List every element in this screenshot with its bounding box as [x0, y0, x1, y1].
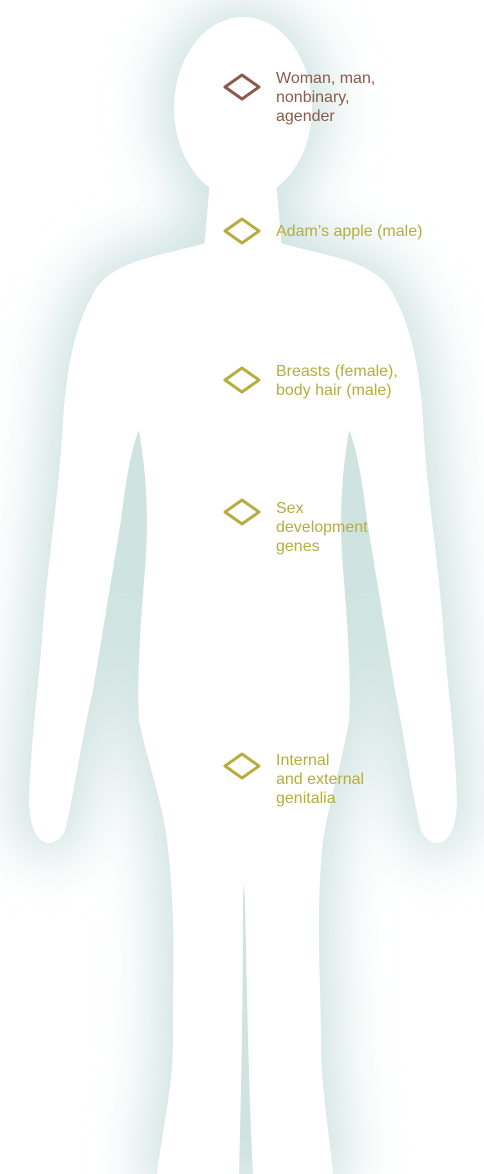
annotation-identity-label: Woman, man, nonbinary, agender: [276, 69, 375, 126]
annotation-sex-genes-marker: [222, 497, 262, 527]
annotation-breasts-body-hair-marker: [222, 365, 262, 395]
diamond-icon: [222, 72, 262, 102]
annotation-genitalia-marker: [222, 751, 262, 781]
annotation-adams-apple-label: Adam’s apple (male): [276, 222, 422, 241]
annotation-breasts-body-hair-label: Breasts (female), body hair (male): [276, 362, 398, 400]
diamond-icon: [222, 365, 262, 395]
diamond-icon: [222, 216, 262, 246]
diamond-icon: [222, 751, 262, 781]
annotation-genitalia-label: Internal and external genitalia: [276, 751, 364, 808]
diamond-icon: [222, 497, 262, 527]
annotation-sex-genes-label: Sex development genes: [276, 499, 368, 556]
annotation-identity-marker: [222, 72, 262, 102]
annotation-adams-apple-marker: [222, 216, 262, 246]
